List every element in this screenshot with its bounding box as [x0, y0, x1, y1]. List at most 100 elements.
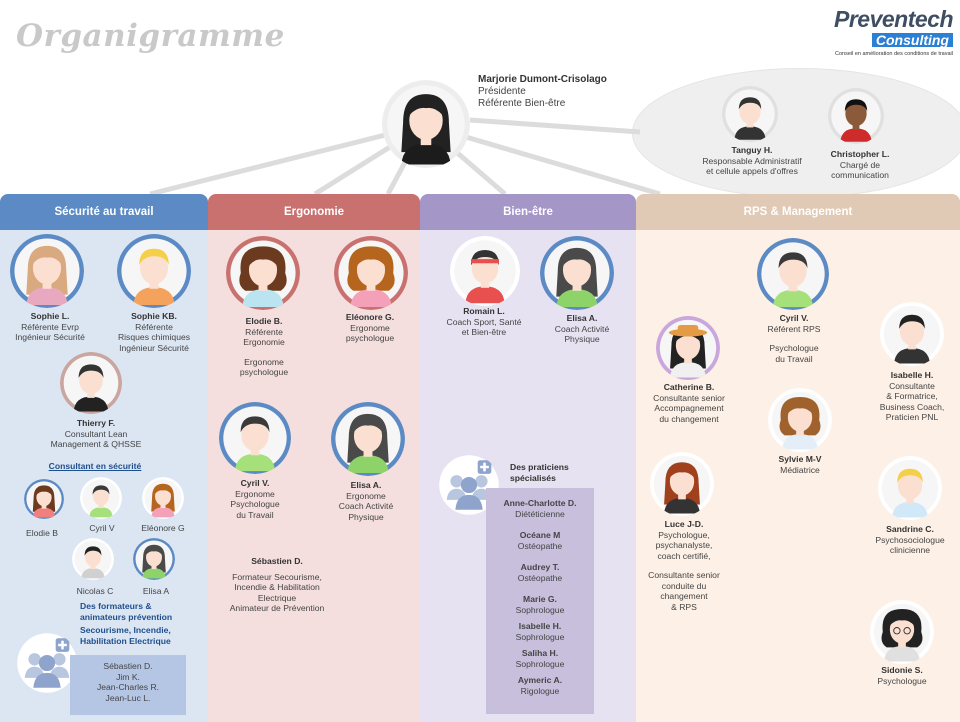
header-securite: Sécurité au travail	[0, 194, 208, 230]
role: coach certifié,	[657, 550, 711, 561]
role: conduite du	[661, 580, 707, 591]
avatar-elodie	[226, 236, 300, 310]
person-luce: Luce J-D. Psychologue, psychanalyste, co…	[636, 519, 732, 612]
name: Sophie L.	[30, 311, 70, 321]
role: Animateur de Prévention	[229, 603, 325, 613]
role: Sophrologue	[515, 631, 565, 642]
praticiens-title: Des praticiens spécialisés	[510, 462, 590, 483]
person-elodie: Elodie B. Référente Ergonomie Ergonome p…	[212, 316, 316, 378]
top-name: Marjorie Dumont-Crisolago	[478, 74, 607, 85]
role: Référent RPS	[767, 323, 821, 334]
role: Sophrologue	[515, 658, 565, 669]
group-icon	[16, 632, 78, 694]
avatar-sophie-l	[10, 234, 84, 308]
line: animateurs prévention	[80, 611, 173, 622]
person-romain: Romain L. Coach Sport, Santé et Bien-êtr…	[432, 306, 536, 338]
logo-tagline: Conseil en amélioration des conditions d…	[834, 51, 953, 57]
name: Cyril V.	[240, 478, 270, 488]
person-cyril-rps: Cyril V. Référent RPS Psychologue du Tra…	[744, 313, 844, 364]
avatar-christopher	[828, 88, 884, 144]
role: Physique	[348, 511, 384, 522]
name: Catherine B.	[663, 382, 715, 392]
name: Isabelle H.	[518, 621, 562, 631]
name: Sidonie S.	[881, 665, 923, 675]
role: Consultante	[889, 380, 935, 391]
role: Electrique	[257, 592, 297, 603]
role: Ergonome	[244, 356, 284, 367]
person-thierry: Thierry F. Consultant Lean Management & …	[40, 418, 152, 450]
person-elisa-ergo: Elisa A. Ergonome Coach Activité Physiqu…	[316, 480, 416, 522]
role: changement	[660, 591, 708, 601]
list-item: Aymeric A.Rigologue	[486, 675, 594, 696]
role: Incendie & Habilitation	[234, 582, 320, 592]
header-rps: RPS & Management	[636, 194, 960, 230]
list-item: Jim K.	[116, 671, 140, 682]
role: Rigologue	[520, 685, 560, 696]
role: psychologue	[345, 333, 395, 343]
name: Audrey T.	[520, 562, 560, 572]
role: Sophrologue	[515, 604, 565, 615]
name: Tanguy H.	[731, 145, 773, 155]
avatar-small-elodie	[24, 479, 64, 519]
consultant-title: Consultant en sécurité	[48, 461, 142, 471]
role: Médiatrice	[780, 464, 820, 475]
avatar-cyril-rps	[757, 238, 829, 310]
list-item: Audrey T.Ostéopathe	[486, 562, 594, 583]
role: Référente	[135, 321, 173, 332]
avatar-sandrine	[878, 456, 942, 520]
top-person: Marjorie Dumont-Crisolago Présidente Réf…	[478, 74, 607, 110]
logo-sub: Consulting	[871, 33, 953, 47]
role: communication	[831, 170, 889, 180]
line: Secourisme, Incendie,	[80, 625, 171, 635]
role: Management & QHSSE	[50, 439, 142, 449]
role: Ergonome	[235, 488, 275, 499]
role: Accompagnement	[654, 403, 724, 413]
role: Consultante senior	[653, 392, 725, 403]
column-ergonomie	[208, 230, 420, 722]
formateurs-list: Sébastien D. Jim K. Jean-Charles R. Jean…	[70, 655, 186, 715]
small-name: Elodie B	[25, 528, 58, 538]
role: psychanalyste,	[655, 540, 713, 550]
role: du changement	[659, 413, 719, 424]
person-sophie-kb: Sophie KB. Référente Risques chimiques I…	[104, 311, 204, 353]
role: Ergonome	[350, 322, 390, 333]
name: Sandrine C.	[886, 524, 934, 534]
role: Business Coach,	[879, 401, 945, 412]
small-name: Eléonore G	[141, 523, 185, 533]
role: Référente Evrp	[21, 321, 79, 332]
name: Anne-Charlotte D.	[503, 498, 577, 508]
role: du Travail	[236, 509, 274, 520]
list-item: Marie G.Sophrologue	[486, 594, 594, 615]
list-item: Sébastien D.	[103, 661, 153, 671]
name: Christopher L.	[830, 149, 890, 159]
role: Ergonomie	[243, 337, 285, 347]
role: Consultante senior	[648, 570, 720, 580]
logo: Preventech Consulting Conseil en amélior…	[808, 8, 954, 58]
admin-oval	[632, 68, 960, 198]
role: Référente	[245, 326, 283, 337]
role: Ingénieur Sécurité	[15, 332, 85, 342]
avatar-elisa-ergo	[331, 402, 405, 476]
role: clinicienne	[889, 545, 931, 555]
role: Diététicienne	[515, 508, 565, 519]
top-role1: Présidente	[478, 86, 526, 97]
role: & RPS	[671, 601, 697, 612]
avatar-sylvie	[768, 388, 832, 452]
person-eleonore: Eléonore G. Ergonome psychologue	[320, 312, 420, 344]
avatar-small-elisa	[133, 538, 175, 580]
role: Ostéopathe	[517, 540, 563, 551]
name: Marie G.	[523, 594, 557, 604]
avatar-small-eleonore	[142, 477, 184, 519]
avatar-luce	[650, 452, 714, 516]
name: Aymeric A.	[517, 675, 563, 685]
role: et cellule appels d'offres	[706, 166, 798, 176]
name: Elisa A.	[350, 480, 382, 490]
formateurs-text: Des formateurs & animateurs prévention S…	[80, 601, 202, 646]
header-ergonomie: Ergonomie	[208, 194, 420, 230]
list-item: Saliha H.Sophrologue	[486, 648, 594, 669]
role: Praticien PNL	[885, 412, 939, 422]
avatar-elisa-be	[540, 236, 614, 310]
name: Luce J-D.	[664, 519, 704, 529]
name: Sylvie M-V	[778, 454, 822, 464]
